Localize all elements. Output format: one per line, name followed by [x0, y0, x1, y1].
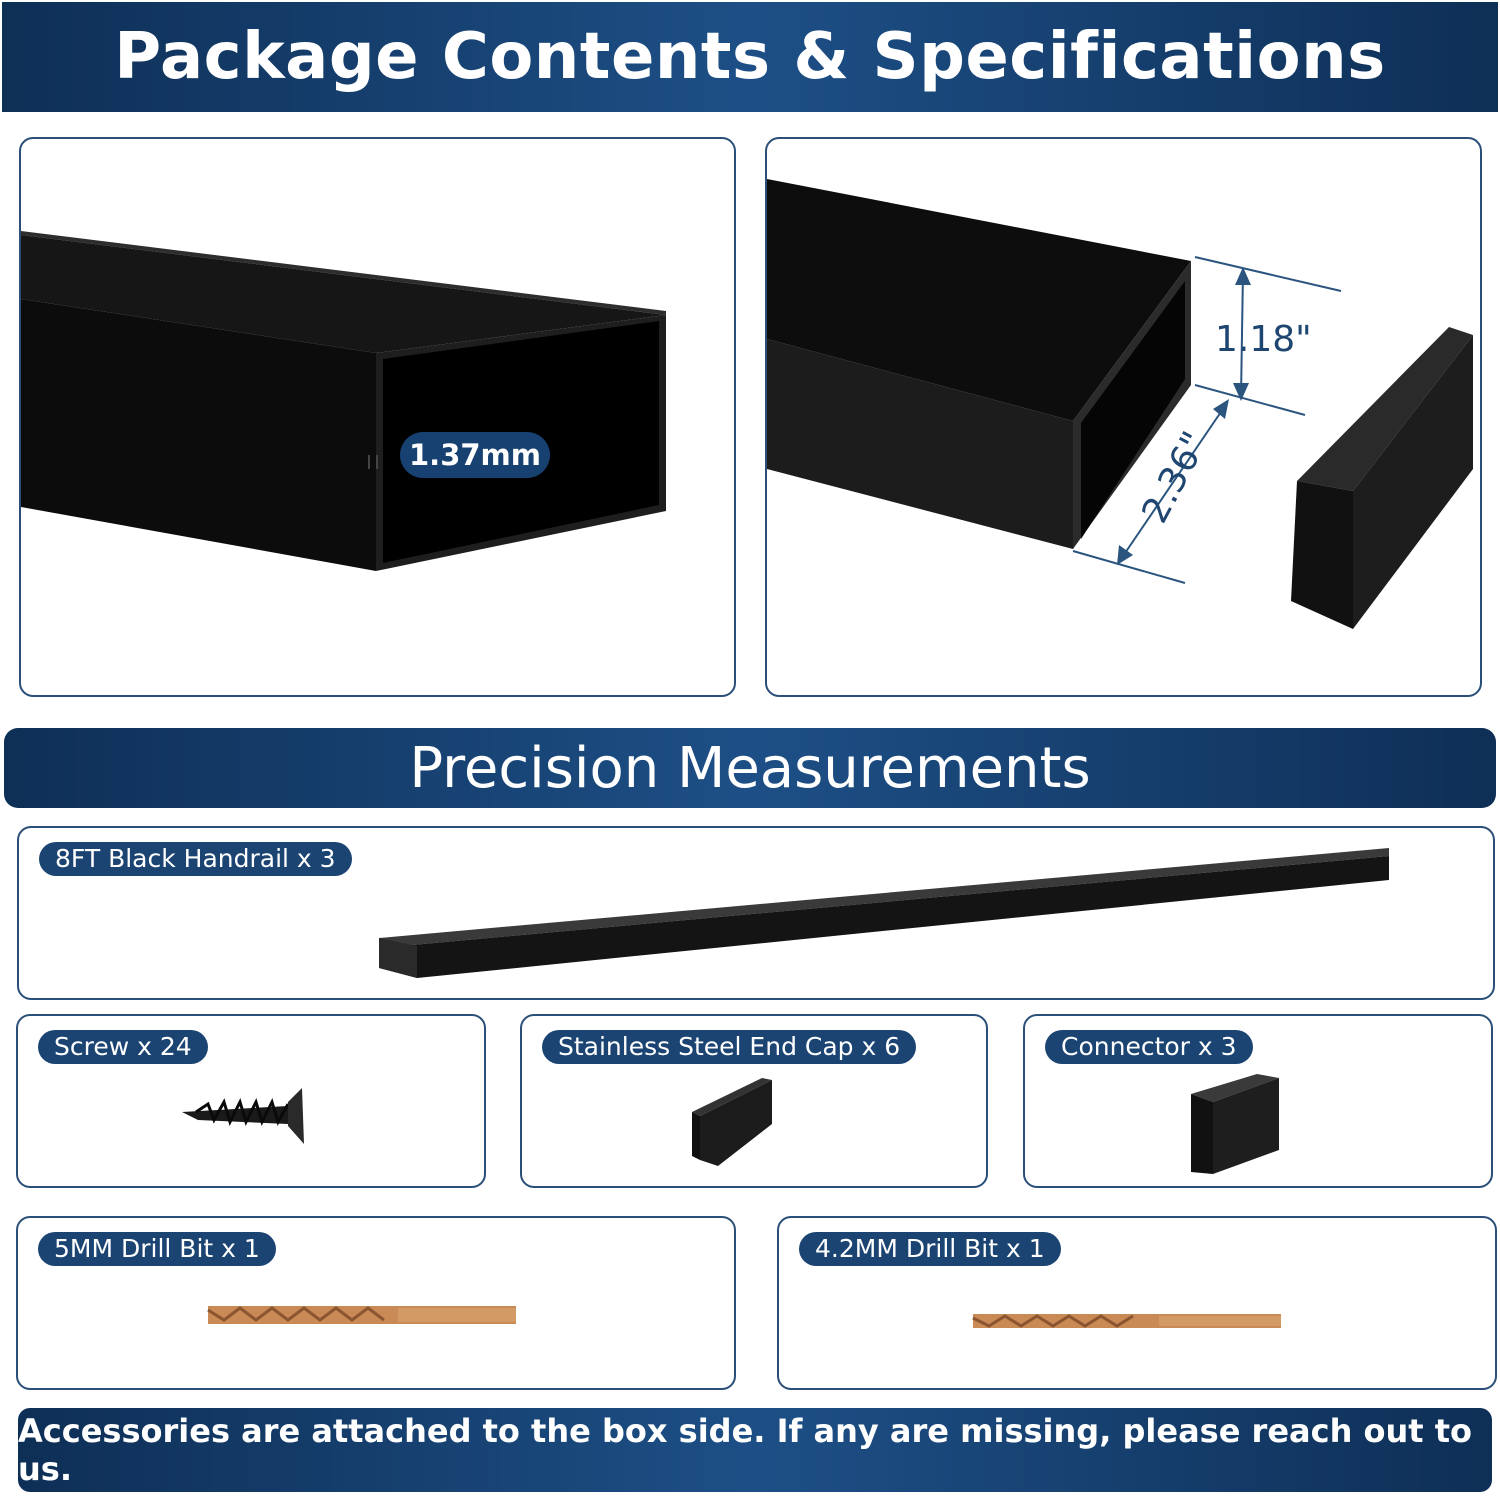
drill-bit-4mm-item: 4.2MM Drill Bit x 1 — [777, 1216, 1497, 1390]
end-cap-item: Stainless Steel End Cap x 6 — [520, 1014, 988, 1188]
screw-item: Screw x 24 — [16, 1014, 486, 1188]
screw-label: Screw x 24 — [38, 1030, 208, 1064]
drill-bit-4mm-label: 4.2MM Drill Bit x 1 — [799, 1232, 1061, 1266]
drill-bit-icon — [972, 1314, 1281, 1328]
connector-item: Connector x 3 — [1023, 1014, 1493, 1188]
end-cap-icon — [692, 1078, 772, 1166]
tube-dimensions-panel: 1.18" 2.36" — [765, 137, 1482, 697]
connector-label: Connector x 3 — [1045, 1030, 1253, 1064]
drill-bit-5mm-item: 5MM Drill Bit x 1 — [16, 1216, 736, 1390]
rectangular-tube-image — [21, 231, 666, 571]
page-title: Package Contents & Specifications — [2, 2, 1498, 112]
handrail-item: 8FT Black Handrail x 3 — [17, 826, 1495, 1000]
tube-thickness-panel: 1.37mm — [19, 137, 736, 697]
screw-icon — [182, 1088, 304, 1144]
end-cap-label: Stainless Steel End Cap x 6 — [542, 1030, 917, 1064]
connector-icon — [1191, 1074, 1279, 1174]
tube-with-end-cap-image — [767, 179, 1473, 629]
drill-bit-icon — [207, 1306, 516, 1324]
drill-bit-5mm-label: 5MM Drill Bit x 1 — [38, 1232, 276, 1266]
section-title: Precision Measurements — [4, 728, 1496, 808]
footer-note: Accessories are attached to the box side… — [18, 1408, 1492, 1492]
handrail-icon — [379, 848, 1389, 978]
handrail-label: 8FT Black Handrail x 3 — [39, 842, 352, 876]
height-label: 1.18" — [1215, 319, 1312, 360]
thickness-label: 1.37mm — [400, 432, 550, 478]
